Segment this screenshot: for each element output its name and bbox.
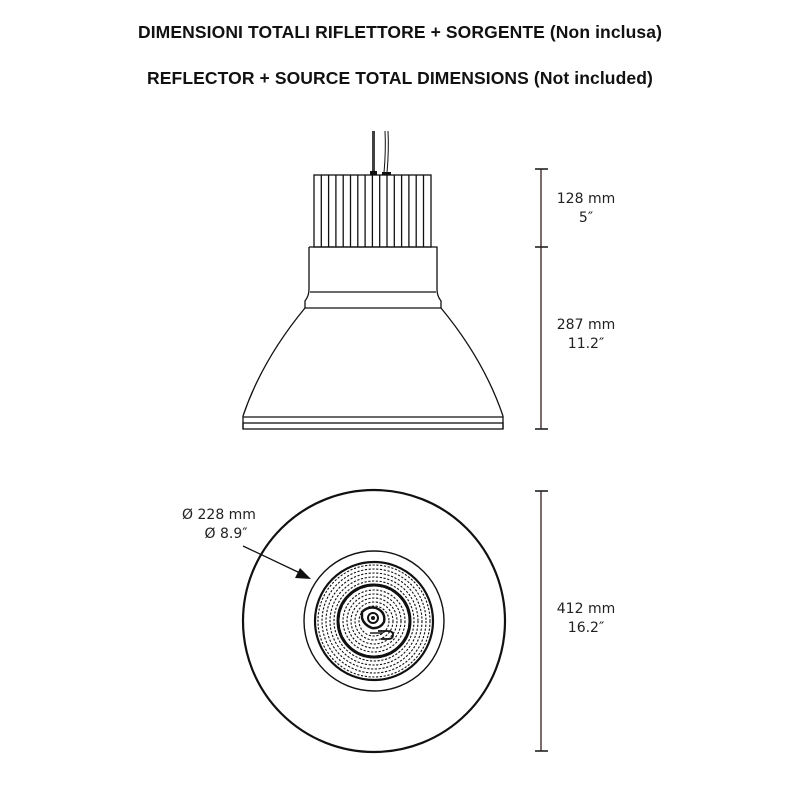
- led-perforations: [317, 564, 431, 678]
- side-view-lamp: [242, 130, 504, 430]
- reflector-height-mm: 287 mm: [556, 317, 616, 333]
- heatsink-height-mm: 128 mm: [556, 191, 616, 207]
- reflector-collar: [304, 246, 442, 309]
- bottom-view-lamp: [241, 488, 507, 754]
- heatsink: [313, 174, 432, 248]
- center-connector-icon: [360, 606, 394, 640]
- title-italian: DIMENSIONI TOTALI RIFLETTORE + SORGENTE …: [137, 22, 662, 42]
- heatsink-height-label: 128 mm 5″: [526, 190, 646, 228]
- suspension-cables: [370, 130, 391, 175]
- reflector-diameter-mm: 412 mm: [556, 601, 616, 617]
- height-dimension-line: [535, 168, 548, 430]
- diameter-arrow: [242, 545, 311, 579]
- reflector-diameter-label: 412 mm 16.2″: [526, 600, 646, 638]
- source-diameter-inch: Ø 8.9″: [204, 526, 248, 542]
- source-ring: [303, 550, 445, 692]
- source-diameter-mm: Ø 228 mm: [182, 507, 256, 523]
- title-english: REFLECTOR + SOURCE TOTAL DIMENSIONS (Not…: [147, 68, 653, 88]
- reflector-height-label: 287 mm 11.2″: [526, 316, 646, 354]
- perforated-disk-edge: [313, 560, 435, 682]
- source-diameter-label: Ø 228 mm Ø 8.9″: [154, 506, 284, 544]
- reflector-diameter-inch: 16.2″: [567, 620, 605, 636]
- reflector-outer-circle: [241, 488, 507, 754]
- heatsink-height-inch: 5″: [578, 210, 594, 226]
- reflector-height-inch: 11.2″: [567, 336, 605, 352]
- diameter-dimension-line: [535, 490, 548, 752]
- reflector-cone: [242, 307, 504, 430]
